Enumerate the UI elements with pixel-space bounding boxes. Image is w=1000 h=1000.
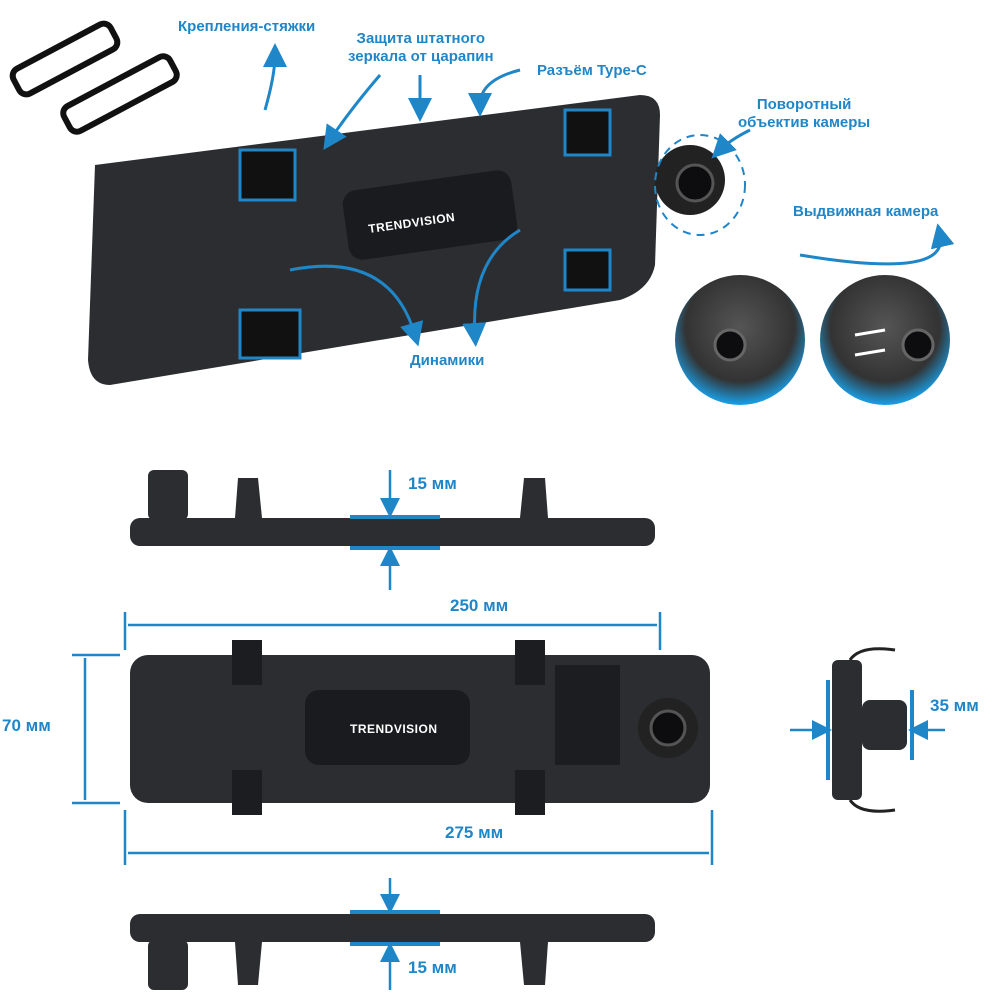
label-rotating-lens: Поворотный объектив камеры	[738, 96, 870, 132]
front-view	[130, 640, 710, 815]
dim-height: 70 мм	[2, 716, 51, 735]
strap-icons	[9, 20, 180, 135]
dim-camera-depth: 35 мм	[930, 696, 979, 715]
label-straps: Крепления-стяжки	[178, 18, 316, 35]
label-mirror-protection: Защита штатного зеркала от царапин	[348, 30, 494, 66]
label-protection-line1: Защита штатного	[356, 30, 485, 47]
dim-thickness-top: 15 мм	[408, 474, 457, 493]
end-view	[826, 647, 914, 813]
dim-thickness-bottom: 15 мм	[408, 958, 457, 977]
dimension-lines	[72, 470, 945, 990]
brand-logo-front: TRENDVISION	[350, 722, 438, 736]
label-rotating-line1: Поворотный	[756, 96, 852, 113]
label-speakers: Динамики	[410, 352, 485, 369]
bottom-side-view	[130, 910, 655, 990]
label-type-c: Разъём Type-C	[537, 62, 647, 79]
sliding-camera-bubbles	[675, 275, 950, 405]
label-sliding-camera: Выдвижная камера	[793, 203, 939, 220]
label-rotating-line2: объектив камеры	[738, 114, 871, 131]
callout-arrows	[262, 43, 955, 347]
mirror-perspective	[88, 95, 746, 385]
dim-screen-width: 250 мм	[450, 596, 509, 615]
label-protection-line2: зеркала от царапин	[348, 48, 494, 65]
top-side-view	[130, 470, 655, 550]
dim-total-width: 275 мм	[445, 823, 504, 842]
